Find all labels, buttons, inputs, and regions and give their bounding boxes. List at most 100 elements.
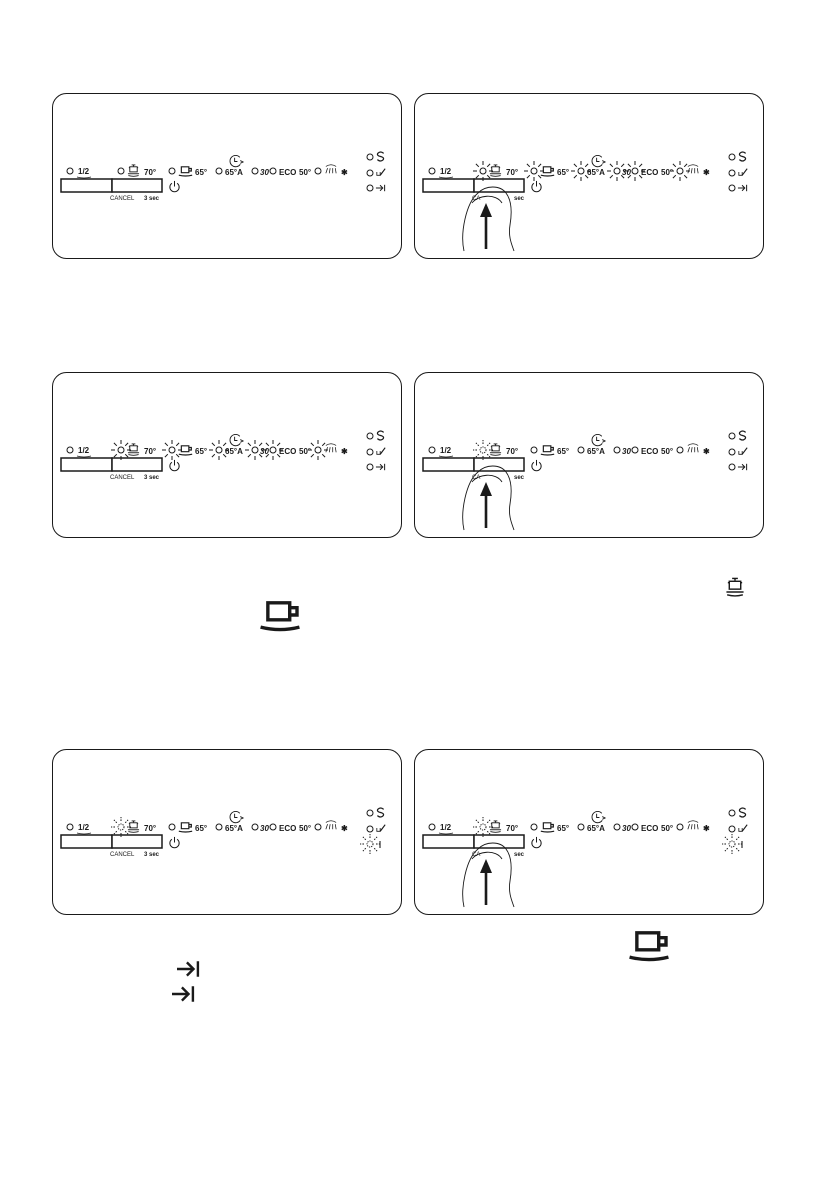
half-load-led xyxy=(428,446,436,454)
rinse-aid-led xyxy=(728,448,736,456)
intensive-led-lit xyxy=(110,439,132,461)
intensive-led-flash xyxy=(472,816,494,838)
half-load-button[interactable] xyxy=(60,178,113,193)
auto-led xyxy=(577,823,585,831)
temp-65a-label: 65°A xyxy=(587,824,605,833)
half-load-button[interactable] xyxy=(60,457,113,472)
rinse-hold-led xyxy=(314,167,322,175)
quick-led xyxy=(613,823,621,831)
temp-30-label: 30' xyxy=(260,824,272,833)
temp-65-label: 65° xyxy=(557,824,569,833)
temp-65-label: 65° xyxy=(195,447,207,456)
salt-led xyxy=(366,809,374,817)
half-load-led xyxy=(66,446,74,454)
temp-50-label: 50° xyxy=(299,168,311,177)
temp-50-label: 50° xyxy=(661,447,673,456)
snowflake-icon: ✱ xyxy=(703,447,710,456)
hold-time-label: 3 sec xyxy=(144,852,160,858)
half-load-button[interactable] xyxy=(422,178,475,193)
temp-30-label: 30 xyxy=(260,447,269,456)
half-load-button[interactable] xyxy=(422,834,475,849)
program-button[interactable] xyxy=(111,834,163,849)
program-button[interactable] xyxy=(111,178,163,193)
half-load-button[interactable] xyxy=(60,834,113,849)
temp-65-label: 65° xyxy=(557,447,569,456)
auto-led xyxy=(215,823,223,831)
normal-led-lit xyxy=(161,439,183,461)
temp-70-label: 70° xyxy=(144,824,156,833)
hold-time-label: sec xyxy=(514,196,525,202)
snowflake-icon: ✱ xyxy=(341,447,348,456)
rinse-aid-led xyxy=(366,825,374,833)
half-load-label: 1/2 xyxy=(440,167,452,176)
hold-time-label: 3 sec xyxy=(144,475,160,481)
temp-65-label: 65° xyxy=(557,168,569,177)
temp-70-label: 70° xyxy=(506,168,518,177)
auto-led-lit xyxy=(570,160,592,182)
pot-icon xyxy=(725,577,745,597)
temp-65a-label: 65°A xyxy=(587,168,605,177)
eco-led xyxy=(269,167,277,175)
end-led xyxy=(728,184,736,192)
program-button[interactable] xyxy=(473,178,525,193)
half-load-label: 1/2 xyxy=(440,446,452,455)
normal-led xyxy=(168,823,176,831)
half-load-led xyxy=(66,823,74,831)
rinse-aid-led xyxy=(366,169,374,177)
intensive-led-flash xyxy=(472,439,494,461)
half-load-button[interactable] xyxy=(422,457,475,472)
cancel-label: CANCEL xyxy=(110,475,135,481)
cup-icon xyxy=(257,598,303,632)
temp-65a-label: 65°A xyxy=(587,447,605,456)
auto-led xyxy=(577,446,585,454)
temp-30-label: 30' xyxy=(622,824,634,833)
hold-time-label: sec xyxy=(514,475,525,481)
rinse-aid-led xyxy=(728,825,736,833)
eco-led xyxy=(269,823,277,831)
eco-led xyxy=(631,446,639,454)
end-led xyxy=(728,463,736,471)
eco-label: ECO xyxy=(279,447,296,456)
eco-label: ECO xyxy=(279,168,296,177)
salt-led xyxy=(728,809,736,817)
quick-led xyxy=(613,446,621,454)
half-load-label: 1/2 xyxy=(78,446,90,455)
temp-70-label: 70° xyxy=(144,447,156,456)
eco-label: ECO xyxy=(641,168,658,177)
rinse-hold-led-lit xyxy=(669,160,691,182)
program-button[interactable] xyxy=(473,457,525,472)
normal-led xyxy=(530,823,538,831)
temp-70-label: 70° xyxy=(144,168,156,177)
salt-led xyxy=(728,432,736,440)
half-load-label: 1/2 xyxy=(78,167,90,176)
snowflake-icon: ✱ xyxy=(341,168,348,177)
eco-led-lit xyxy=(624,160,646,182)
eco-label: ECO xyxy=(641,447,658,456)
program-button[interactable] xyxy=(473,834,525,849)
temp-70-label: 70° xyxy=(506,447,518,456)
snowflake-icon: ✱ xyxy=(703,168,710,177)
half-load-led xyxy=(428,823,436,831)
temp-50-label: 50° xyxy=(299,447,311,456)
intensive-led-flash xyxy=(110,816,132,838)
cup-icon xyxy=(626,928,672,962)
salt-led xyxy=(728,153,736,161)
rinse-hold-led xyxy=(676,446,684,454)
half-load-led xyxy=(66,167,74,175)
rinse-aid-led xyxy=(366,448,374,456)
hold-time-label: sec xyxy=(514,852,525,858)
quick-led xyxy=(251,823,259,831)
temp-65-label: 65° xyxy=(195,168,207,177)
temp-65-label: 65° xyxy=(195,824,207,833)
quick-led xyxy=(251,167,259,175)
program-button[interactable] xyxy=(111,457,163,472)
temp-30-label: 30' xyxy=(622,447,634,456)
normal-led xyxy=(530,446,538,454)
temp-50-label: 50° xyxy=(661,824,673,833)
cancel-label: CANCEL xyxy=(110,852,135,858)
eco-label: ECO xyxy=(279,824,296,833)
